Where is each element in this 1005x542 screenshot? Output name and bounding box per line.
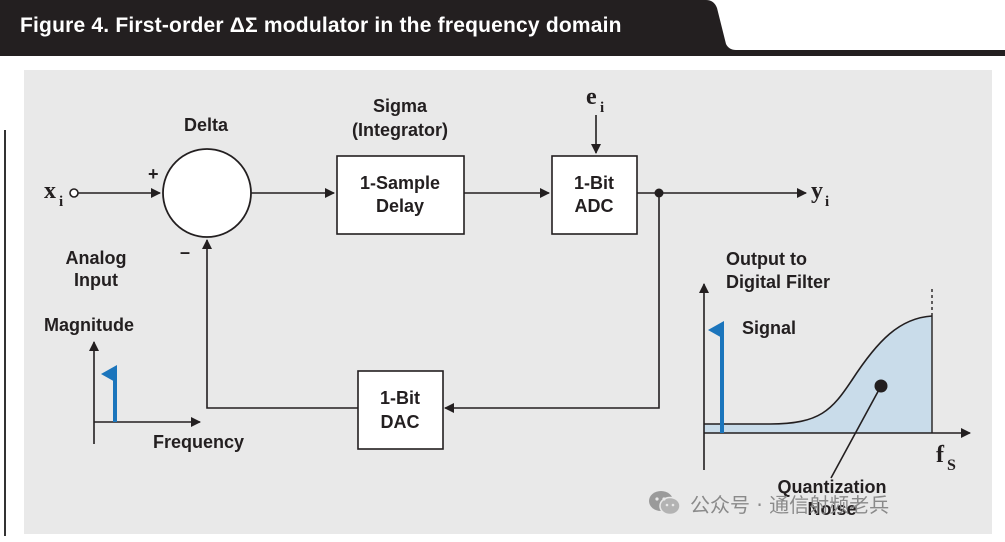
input-terminal bbox=[69, 188, 79, 198]
output-spectrum-title-line-1: Output to bbox=[726, 249, 807, 269]
output-symbol: y bbox=[811, 178, 823, 204]
adc-block bbox=[551, 155, 638, 235]
feedback-wire-to-junction bbox=[202, 239, 358, 409]
analog-input-line-1: Analog bbox=[66, 248, 127, 268]
wechat-icon bbox=[648, 490, 682, 516]
delta-label: Delta bbox=[184, 115, 229, 135]
input-spectrum-xlabel: Frequency bbox=[153, 432, 244, 452]
fs-subscript: S bbox=[947, 457, 956, 474]
noise-label-line-1: Quantization bbox=[778, 477, 887, 497]
diagram-panel bbox=[24, 70, 992, 534]
feedback-wire-to-dac bbox=[444, 193, 660, 413]
figure-title-bar: Figure 4. First-order ΔΣ modulator in th… bbox=[0, 0, 1005, 56]
sigma-label: Sigma bbox=[373, 96, 428, 116]
delay-block bbox=[336, 155, 465, 235]
watermark-text: 公众号 · 通信射频老兵 bbox=[690, 492, 890, 517]
input-spectrum-ylabel: Magnitude bbox=[44, 315, 134, 335]
plus-sign: + bbox=[148, 164, 159, 184]
dac-block-line-2: DAC bbox=[381, 412, 420, 432]
adc-block-line-2: ADC bbox=[575, 196, 614, 216]
input-subscript: i bbox=[59, 194, 63, 210]
title-bar-shape bbox=[0, 0, 1005, 56]
signal-label: Signal bbox=[742, 318, 796, 338]
error-symbol: e bbox=[586, 84, 597, 110]
analog-input-line-2: Input bbox=[74, 270, 118, 290]
delay-block-line-2: Delay bbox=[376, 196, 424, 216]
adc-block-line-1: 1-Bit bbox=[574, 173, 614, 193]
summing-junction bbox=[162, 148, 252, 238]
noise-shaping-curve bbox=[704, 315, 933, 425]
minus-sign: – bbox=[180, 242, 190, 262]
noise-leader-line bbox=[830, 385, 882, 479]
figure-title: Figure 4. First-order ΔΣ modulator in th… bbox=[20, 14, 622, 37]
output-spectrum-title-line-2: Digital Filter bbox=[726, 272, 830, 292]
dac-block-line-1: 1-Bit bbox=[380, 388, 420, 408]
integrator-label: (Integrator) bbox=[352, 120, 448, 140]
delay-block-line-1: 1-Sample bbox=[360, 173, 440, 193]
quantization-noise-area bbox=[704, 316, 932, 433]
left-margin-rule bbox=[4, 130, 6, 536]
error-subscript: i bbox=[600, 100, 604, 116]
watermark: 公众号 · 通信射频老兵 bbox=[648, 488, 889, 518]
noise-label-line-2: Noise bbox=[807, 499, 856, 519]
fs-symbol: f bbox=[936, 442, 945, 468]
input-symbol: x bbox=[44, 178, 56, 204]
dac-block bbox=[357, 370, 444, 450]
output-subscript: i bbox=[825, 194, 829, 210]
